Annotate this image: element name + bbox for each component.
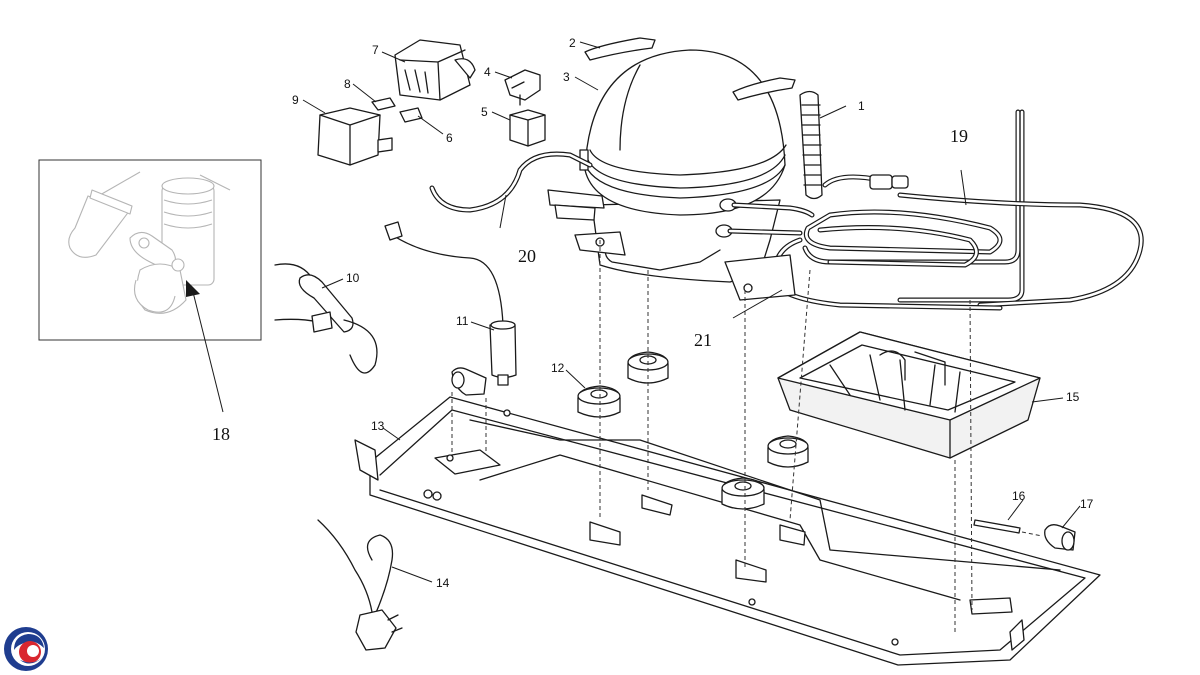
callout-6: 6 xyxy=(446,131,453,145)
callout-3: 3 xyxy=(563,70,570,84)
callout-12: 12 xyxy=(551,361,565,375)
callout-7: 7 xyxy=(372,43,379,57)
connector-8 xyxy=(371,97,396,111)
callout-21: 21 xyxy=(694,330,712,350)
thermal-protector-9 xyxy=(317,107,393,166)
grommet-d xyxy=(767,435,809,468)
drain-hose xyxy=(799,90,823,200)
callout-4: 4 xyxy=(484,65,491,79)
callout-18: 18 xyxy=(212,424,230,444)
brand-logo xyxy=(4,627,48,671)
callout-11: 11 xyxy=(456,314,469,328)
callout-labels: 1 2 3 4 5 6 7 8 9 10 11 12 13 14 15 16 1… xyxy=(212,36,1094,590)
detail-clip-part xyxy=(68,195,131,258)
callout-8: 8 xyxy=(344,77,351,91)
callout-20: 20 xyxy=(518,246,536,266)
power-cord-14 xyxy=(317,519,403,651)
relay-5 xyxy=(509,109,546,147)
callout-14: 14 xyxy=(436,576,450,590)
capillary-tube xyxy=(429,151,593,213)
plug-17 xyxy=(1044,524,1076,551)
callout-13: 13 xyxy=(371,419,385,433)
pin-16 xyxy=(973,519,1021,534)
starter-relay-7 xyxy=(394,39,476,101)
callout-17: 17 xyxy=(1080,497,1094,511)
grommet-c xyxy=(721,477,765,510)
callout-10: 10 xyxy=(346,271,360,285)
grommet-a xyxy=(577,385,621,418)
connector-6 xyxy=(399,107,423,123)
cable-grommet xyxy=(451,367,487,396)
mounting-clip-top xyxy=(584,37,796,101)
callout-16: 16 xyxy=(1012,489,1026,503)
callout-15: 15 xyxy=(1066,390,1080,404)
drip-tray-15 xyxy=(777,331,1041,459)
relay-4 xyxy=(504,69,541,106)
detail-inset xyxy=(38,159,262,341)
base-plate-13 xyxy=(354,396,1101,666)
sensor-10 xyxy=(274,263,378,374)
callout-19: 19 xyxy=(950,126,968,146)
leader-lines xyxy=(186,41,1081,583)
condenser-tubing xyxy=(771,109,1144,311)
assembly-guide-lines xyxy=(451,240,1043,635)
callout-1: 1 xyxy=(858,99,865,113)
callout-2: 2 xyxy=(569,36,576,50)
capacitor-11 xyxy=(384,221,517,386)
callout-9: 9 xyxy=(292,93,299,107)
callout-5: 5 xyxy=(481,105,488,119)
